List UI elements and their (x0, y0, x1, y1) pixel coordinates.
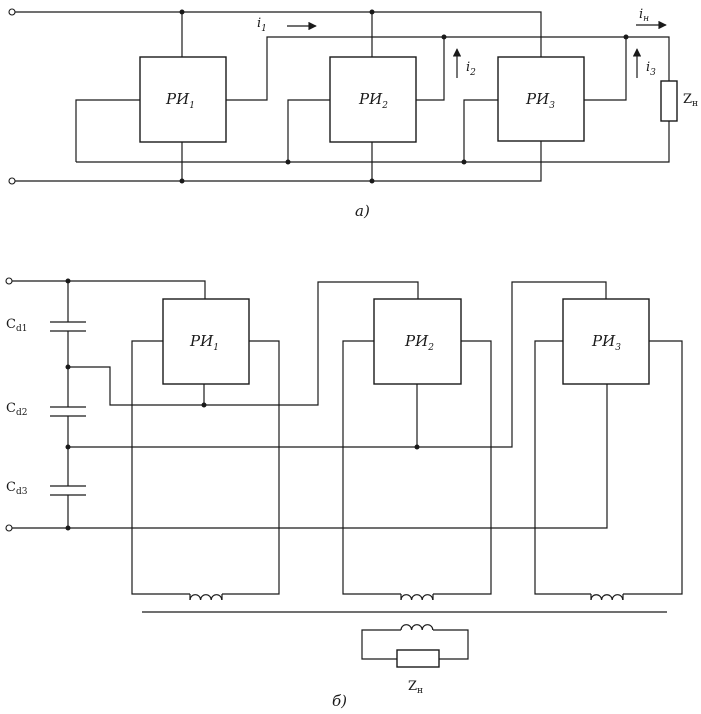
junction-dot (414, 444, 420, 450)
diagram-a: РИ1 РИ2 РИ3 i1 i2 i3 iн Zн а) (8, 7, 698, 220)
winding-loop-1 (131, 340, 280, 595)
winding-loop-3 (534, 340, 683, 595)
junction-dot (201, 402, 207, 408)
ri1-label-a: РИ1 (165, 90, 195, 111)
coil-out (400, 624, 434, 631)
ri3-block-a (497, 56, 585, 142)
current-i2-label: i2 (466, 60, 476, 78)
capacitor-cd3-label: Cd3 (6, 480, 28, 497)
ri2-block-a (329, 56, 417, 143)
input-terminal-top-a (8, 8, 16, 16)
coil-2 (400, 594, 434, 601)
bottom-rail-b (12, 384, 608, 529)
ri2-block-b (373, 298, 462, 385)
ri1-block-a (139, 56, 227, 143)
winding-loop-2 (342, 340, 492, 595)
load-resistor-a (660, 80, 678, 122)
current-in-label: iн (639, 7, 649, 24)
junction-dot (461, 159, 467, 165)
caption-b: б) (332, 692, 347, 710)
coil-1 (189, 594, 223, 601)
junction-dot (623, 34, 629, 40)
junction-dot (65, 525, 71, 531)
junction-dot (179, 9, 185, 15)
junction-dot (179, 178, 185, 184)
junction-dot (369, 9, 375, 15)
output-winding (361, 629, 469, 660)
ri3-label-a: РИ3 (525, 90, 555, 111)
capacitor-cd3 (50, 485, 86, 496)
junction-dot (65, 278, 71, 284)
ri3-label-b: РИ3 (591, 332, 621, 353)
load-label-b: Zн (408, 679, 423, 696)
capacitor-cd1-label: Cd1 (6, 317, 27, 334)
junction-dot (65, 444, 71, 450)
ri3-block-b (562, 298, 650, 385)
top-bus-a (14, 11, 542, 57)
diagram-b: РИ1 РИ2 РИ3 Cd1 Cd2 Cd3 Zн б) (5, 277, 683, 710)
bottom-bus-a (14, 141, 542, 182)
capacitor-cd2 (50, 406, 86, 417)
ri1-label-b: РИ1 (189, 332, 219, 353)
current-i3-label: i3 (646, 60, 656, 78)
top-rail-b (12, 280, 206, 299)
load-label-a: Zн (683, 92, 698, 109)
input-terminal-bottom-a (8, 177, 16, 185)
ri1-block-b (162, 298, 250, 385)
coil-3 (590, 594, 624, 601)
junction-dot (65, 364, 71, 370)
capacitor-cd2-label: Cd2 (6, 401, 27, 418)
ri2-label-b: РИ2 (404, 332, 434, 353)
capacitor-cd1 (50, 321, 86, 332)
current-i1-label: i1 (257, 16, 267, 34)
junction-dot (369, 178, 375, 184)
junction-dot (285, 159, 291, 165)
junction-dot (441, 34, 447, 40)
output-line-a (226, 36, 670, 101)
caption-a: а) (355, 202, 370, 220)
ri2-label-a: РИ2 (358, 90, 388, 111)
input-terminal-top-b (5, 277, 13, 285)
input-terminal-bottom-b (5, 524, 13, 532)
load-resistor-b (396, 649, 440, 668)
